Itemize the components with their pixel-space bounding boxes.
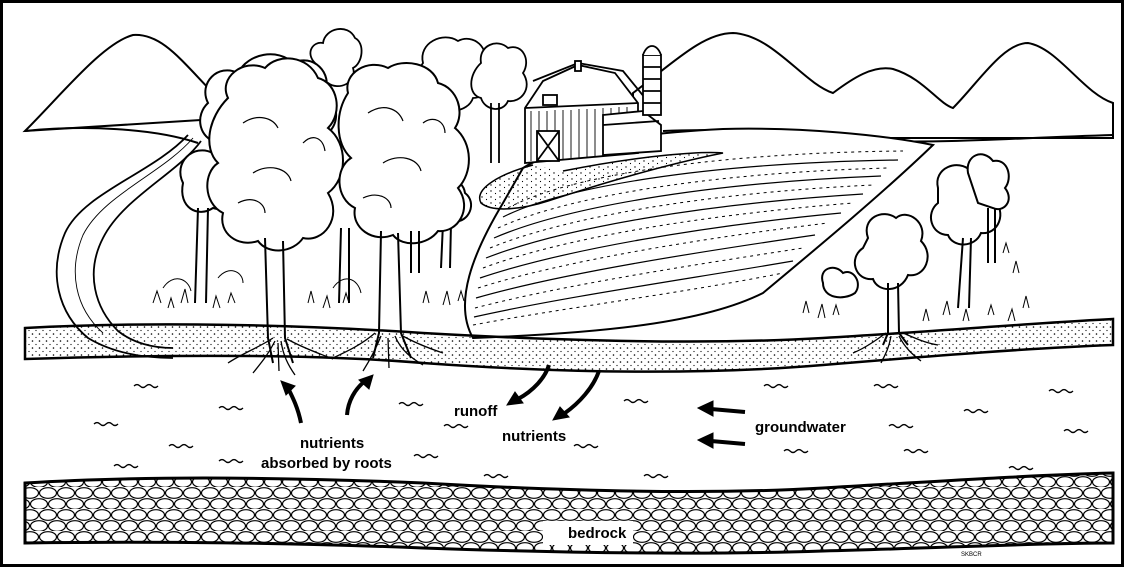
farm-watershed-illustration: runoff nutrients nutrients absorbed by r… (3, 3, 1121, 564)
arrow-runoff (507, 365, 549, 405)
artist-signature: SKBCR (961, 552, 982, 558)
label-nutrients-roots-line1: nutrients (300, 435, 364, 452)
label-bedrock: bedrock (568, 525, 627, 542)
arrow-groundwater-upper (698, 401, 745, 416)
arrow-nutrients-up-left (281, 381, 301, 423)
label-groundwater: groundwater (755, 419, 846, 436)
label-nutrients-soil: nutrients (502, 428, 566, 445)
label-nutrients-roots-line2: absorbed by roots (261, 455, 392, 472)
groundwater-waves (94, 385, 1088, 478)
arrow-nutrients-down (553, 371, 599, 420)
trees-foreground-left (180, 54, 471, 363)
label-runoff: runoff (454, 403, 498, 420)
arrow-nutrients-up-right (347, 375, 373, 415)
grass-left (153, 271, 464, 308)
arrow-groundwater-lower (698, 433, 745, 448)
